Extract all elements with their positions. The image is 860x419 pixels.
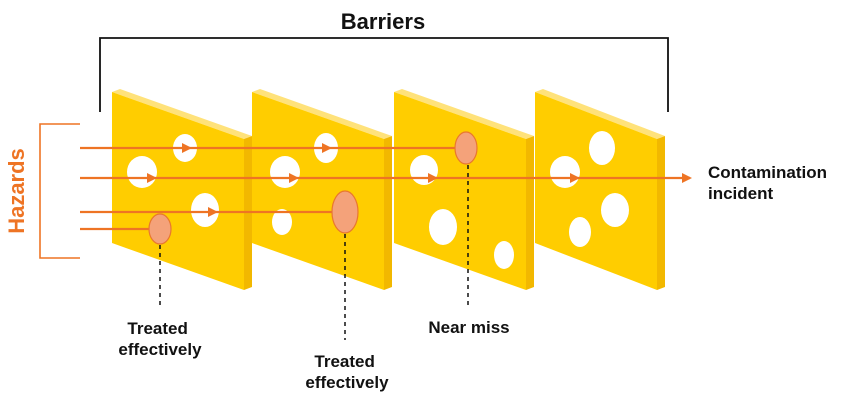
barrier-hole: [191, 193, 219, 227]
annotation-label-3: Near miss: [428, 318, 509, 337]
barrier-hole: [127, 156, 157, 188]
barrier-hole: [589, 131, 615, 165]
barrier-hole: [410, 155, 438, 185]
stopped-hazard-marker: [455, 132, 477, 164]
barrier-hole: [601, 193, 629, 227]
barrier-slice-2: [252, 89, 392, 290]
barrier-slice-1: [112, 89, 252, 290]
stopped-hazard-marker: [149, 214, 171, 244]
barriers-title: Barriers: [341, 9, 425, 34]
barrier-hole: [550, 156, 580, 188]
hazards-label: Hazards: [4, 148, 29, 234]
barrier-slice-4: [535, 89, 665, 290]
annotation-label-2: Treated effectively: [305, 352, 389, 392]
outcome-label: Contamination incident: [708, 163, 832, 203]
barriers-bracket: [100, 38, 668, 112]
barrier-hole: [569, 217, 591, 247]
barrier-hole: [270, 156, 300, 188]
stopped-hazard-marker: [332, 191, 358, 233]
barrier-hole: [429, 209, 457, 245]
barrier-slice-3: [394, 89, 534, 290]
barrier-hole: [494, 241, 514, 269]
annotation-label-1: Treated effectively: [118, 319, 202, 359]
hazards-bracket: [40, 124, 80, 258]
